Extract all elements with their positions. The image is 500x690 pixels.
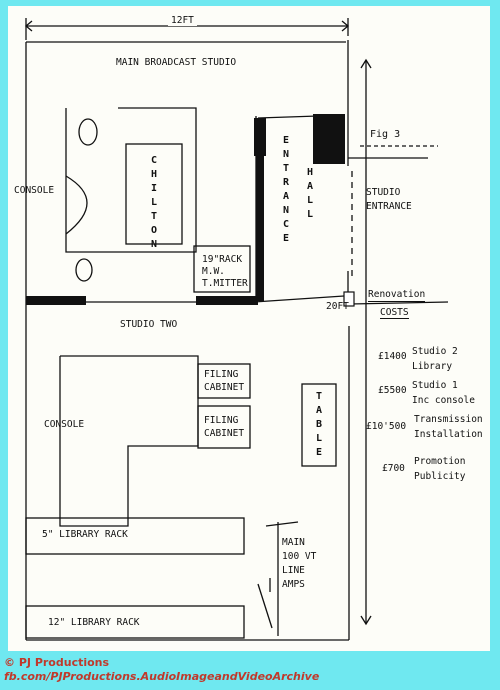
chilton-desk [125,143,183,245]
facebook-link[interactable]: fb.com/PJProductions.AudioImageandVideoA… [4,670,320,683]
table-box [301,383,337,467]
filing-cabinet-1-box [197,363,251,399]
entrance-block [254,118,266,156]
floor-plan-sheet: 12FT 20FT Fig 3 MAIN BROADCAST STUDIO CO… [8,6,490,651]
amps-label: MAIN 100 VT LINE AMPS [282,537,317,590]
main-console-label: CONSOLE [14,185,55,196]
library-rack-12-label: 12" LIBRARY RACK [48,617,140,628]
filing-cabinet-2-label: FILING CABINET [204,415,245,439]
main-studio-title: MAIN BROADCAST STUDIO [116,57,237,68]
cost-row-3-desc: Transmission Installation [414,414,483,440]
studio-two-title: STUDIO TWO [120,319,178,330]
floor-plan-drawing [24,18,449,641]
hall-label: HALL [306,167,314,220]
filing-cabinet-2-box [197,405,251,449]
library-rack-12-box [25,605,245,639]
cost-row-4-desc: Promotion Publicity [414,456,466,482]
rack-label: 19"RACK M.W. T.MITTER [202,254,248,289]
costs-heading: Renovation COSTS [368,289,426,319]
filing-cabinet-1-label: FILING CABINET [204,369,245,393]
copyright-text: © PJ Productions [4,656,110,669]
studio-two-console-label: CONSOLE [44,419,85,430]
cost-row-2-desc: Studio 1 Inc console [412,380,475,406]
width-label: 12FT [168,16,197,26]
hall-block [313,114,345,164]
entrance-label: ENTRANCE [282,135,290,244]
copyright-footer: © PJ Productions fb.com/PJProductions.Au… [4,656,319,684]
library-rack-5-label: 5" LIBRARY RACK [42,529,128,540]
chilton-label: CHILTON [150,155,158,250]
cost-row-3-price: £10'500 [366,421,407,432]
rack-box [193,245,251,293]
fig-label: Fig 3 [370,129,401,140]
library-rack-5-box [25,517,245,555]
studio-entrance-label: STUDIO ENTRANCE [366,187,412,212]
studio-two-wall-west [26,296,86,305]
cost-row-2-price: £5500 [378,385,407,396]
table-label: TABLE [315,391,323,458]
cost-row-4-price: £700 [382,463,405,474]
cost-row-1-price: £1400 [378,351,407,362]
studio-two-wall-east [196,296,258,305]
cost-row-1-desc: Studio 2 Library [412,346,458,372]
length-label: 20FT [326,301,349,312]
